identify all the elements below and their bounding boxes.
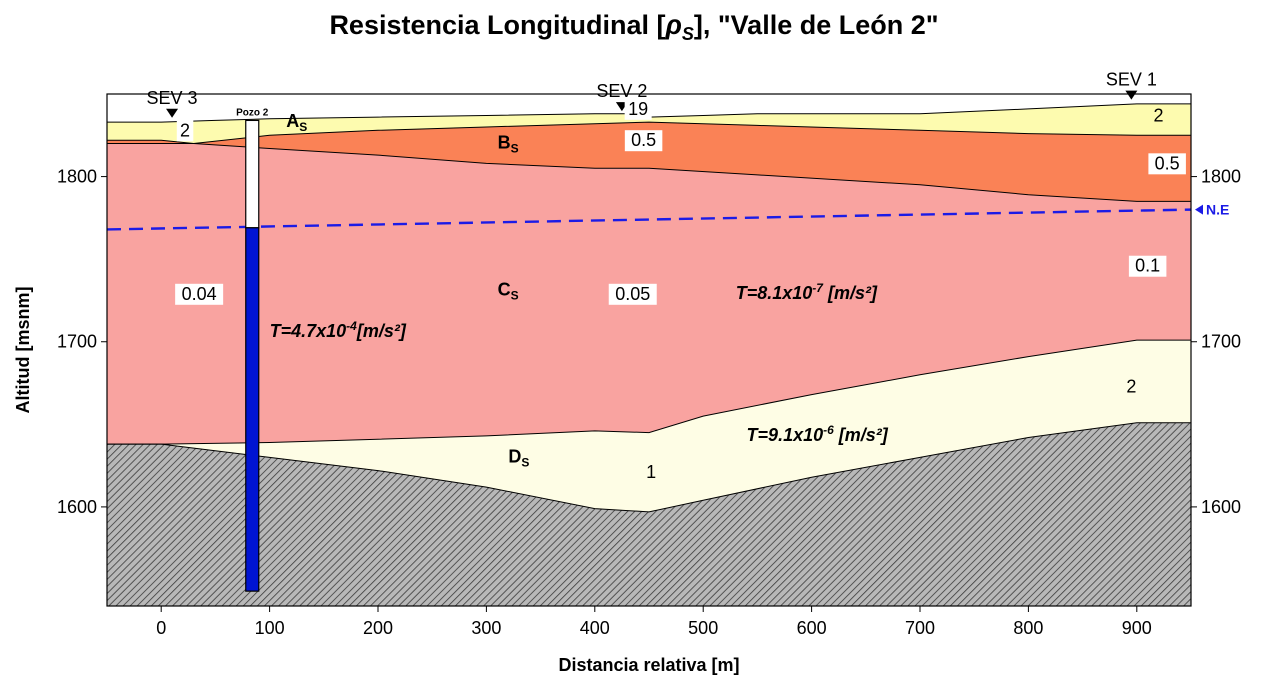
value-box-1 — [176, 120, 194, 142]
plot-frame — [106, 93, 1192, 607]
well-water-column — [245, 227, 260, 592]
sev-marker-3 — [1125, 90, 1138, 100]
value-label-4: 2 — [1153, 105, 1163, 125]
transmissivity-label-1: T=8.1x10-7 [m/s²] — [736, 281, 878, 303]
x-tick-label-0: 0 — [156, 618, 166, 638]
layer-name-a: AS — [286, 111, 307, 134]
y-tick-label-right-1600: 1600 — [1201, 497, 1241, 517]
sev-label-3: SEV 1 — [1106, 70, 1157, 90]
transmissivity-label-3: T=9.1x10-6 [m/s²] — [747, 423, 889, 445]
x-tick-label-900: 900 — [1122, 618, 1152, 638]
water-table-line — [107, 208, 1191, 231]
boundary-b-bottom — [107, 143, 1191, 202]
value-box-8 — [1128, 255, 1167, 277]
water-table-label: N.E — [1206, 202, 1229, 218]
value-label-8: 0.1 — [1135, 256, 1160, 276]
y-tick-label-left-1800: 1800 — [57, 167, 97, 187]
sev-label-2: SEV 2 — [596, 81, 647, 101]
y-tick-label-left-1700: 1700 — [57, 332, 97, 352]
x-tick-label-400: 400 — [580, 618, 610, 638]
well-casing — [245, 119, 260, 229]
y-tick-label-right-1700: 1700 — [1201, 332, 1241, 352]
value-box-6 — [175, 283, 224, 305]
sev-label-1: SEV 3 — [147, 88, 198, 108]
x-tick-label-300: 300 — [471, 618, 501, 638]
basement-area — [107, 422, 1191, 606]
sev-marker-1 — [166, 108, 179, 118]
layer-name-b: BS — [498, 133, 519, 156]
y-axis-label: Altitud [msnm] — [13, 287, 33, 414]
value-label-10: 1 — [646, 462, 656, 482]
value-label-3: 0.5 — [631, 130, 656, 150]
layer-name-d: DS — [508, 446, 529, 469]
x-tick-label-200: 200 — [363, 618, 393, 638]
value-label-7: 0.05 — [615, 284, 650, 304]
layer-name-c: CS — [498, 279, 519, 302]
value-box-2 — [624, 98, 652, 120]
boundary-d-bottom — [107, 422, 1191, 513]
value-label-9: 2 — [1126, 376, 1136, 396]
x-tick-label-700: 700 — [905, 618, 935, 638]
water-table-marker — [1195, 204, 1203, 215]
boundary-c-bottom — [107, 339, 1191, 445]
value-label-1: 2 — [180, 120, 190, 140]
x-tick-label-100: 100 — [255, 618, 285, 638]
value-label-6: 0.04 — [182, 284, 217, 304]
x-axis-label: Distancia relativa [m] — [558, 655, 739, 675]
x-tick-label-500: 500 — [688, 618, 718, 638]
y-tick-label-left-1600: 1600 — [57, 497, 97, 517]
x-tick-label-600: 600 — [797, 618, 827, 638]
value-label-2: 19 — [628, 99, 648, 119]
layer-d-area — [107, 340, 1191, 512]
value-box-7 — [608, 283, 657, 305]
well-label: Pozo 2 — [236, 107, 269, 118]
y-tick-label-right-1800: 1800 — [1201, 167, 1241, 187]
transmissivity-label-2: T=4.7x10-4[m/s²] — [270, 319, 407, 341]
value-label-5: 0.5 — [1155, 153, 1180, 173]
x-tick-label-800: 800 — [1013, 618, 1043, 638]
chart-title: Resistencia Longitudinal [ρS], "Valle de… — [329, 10, 938, 44]
value-box-3 — [624, 130, 663, 152]
value-box-5 — [1148, 153, 1186, 175]
layer-b-area — [107, 122, 1191, 202]
